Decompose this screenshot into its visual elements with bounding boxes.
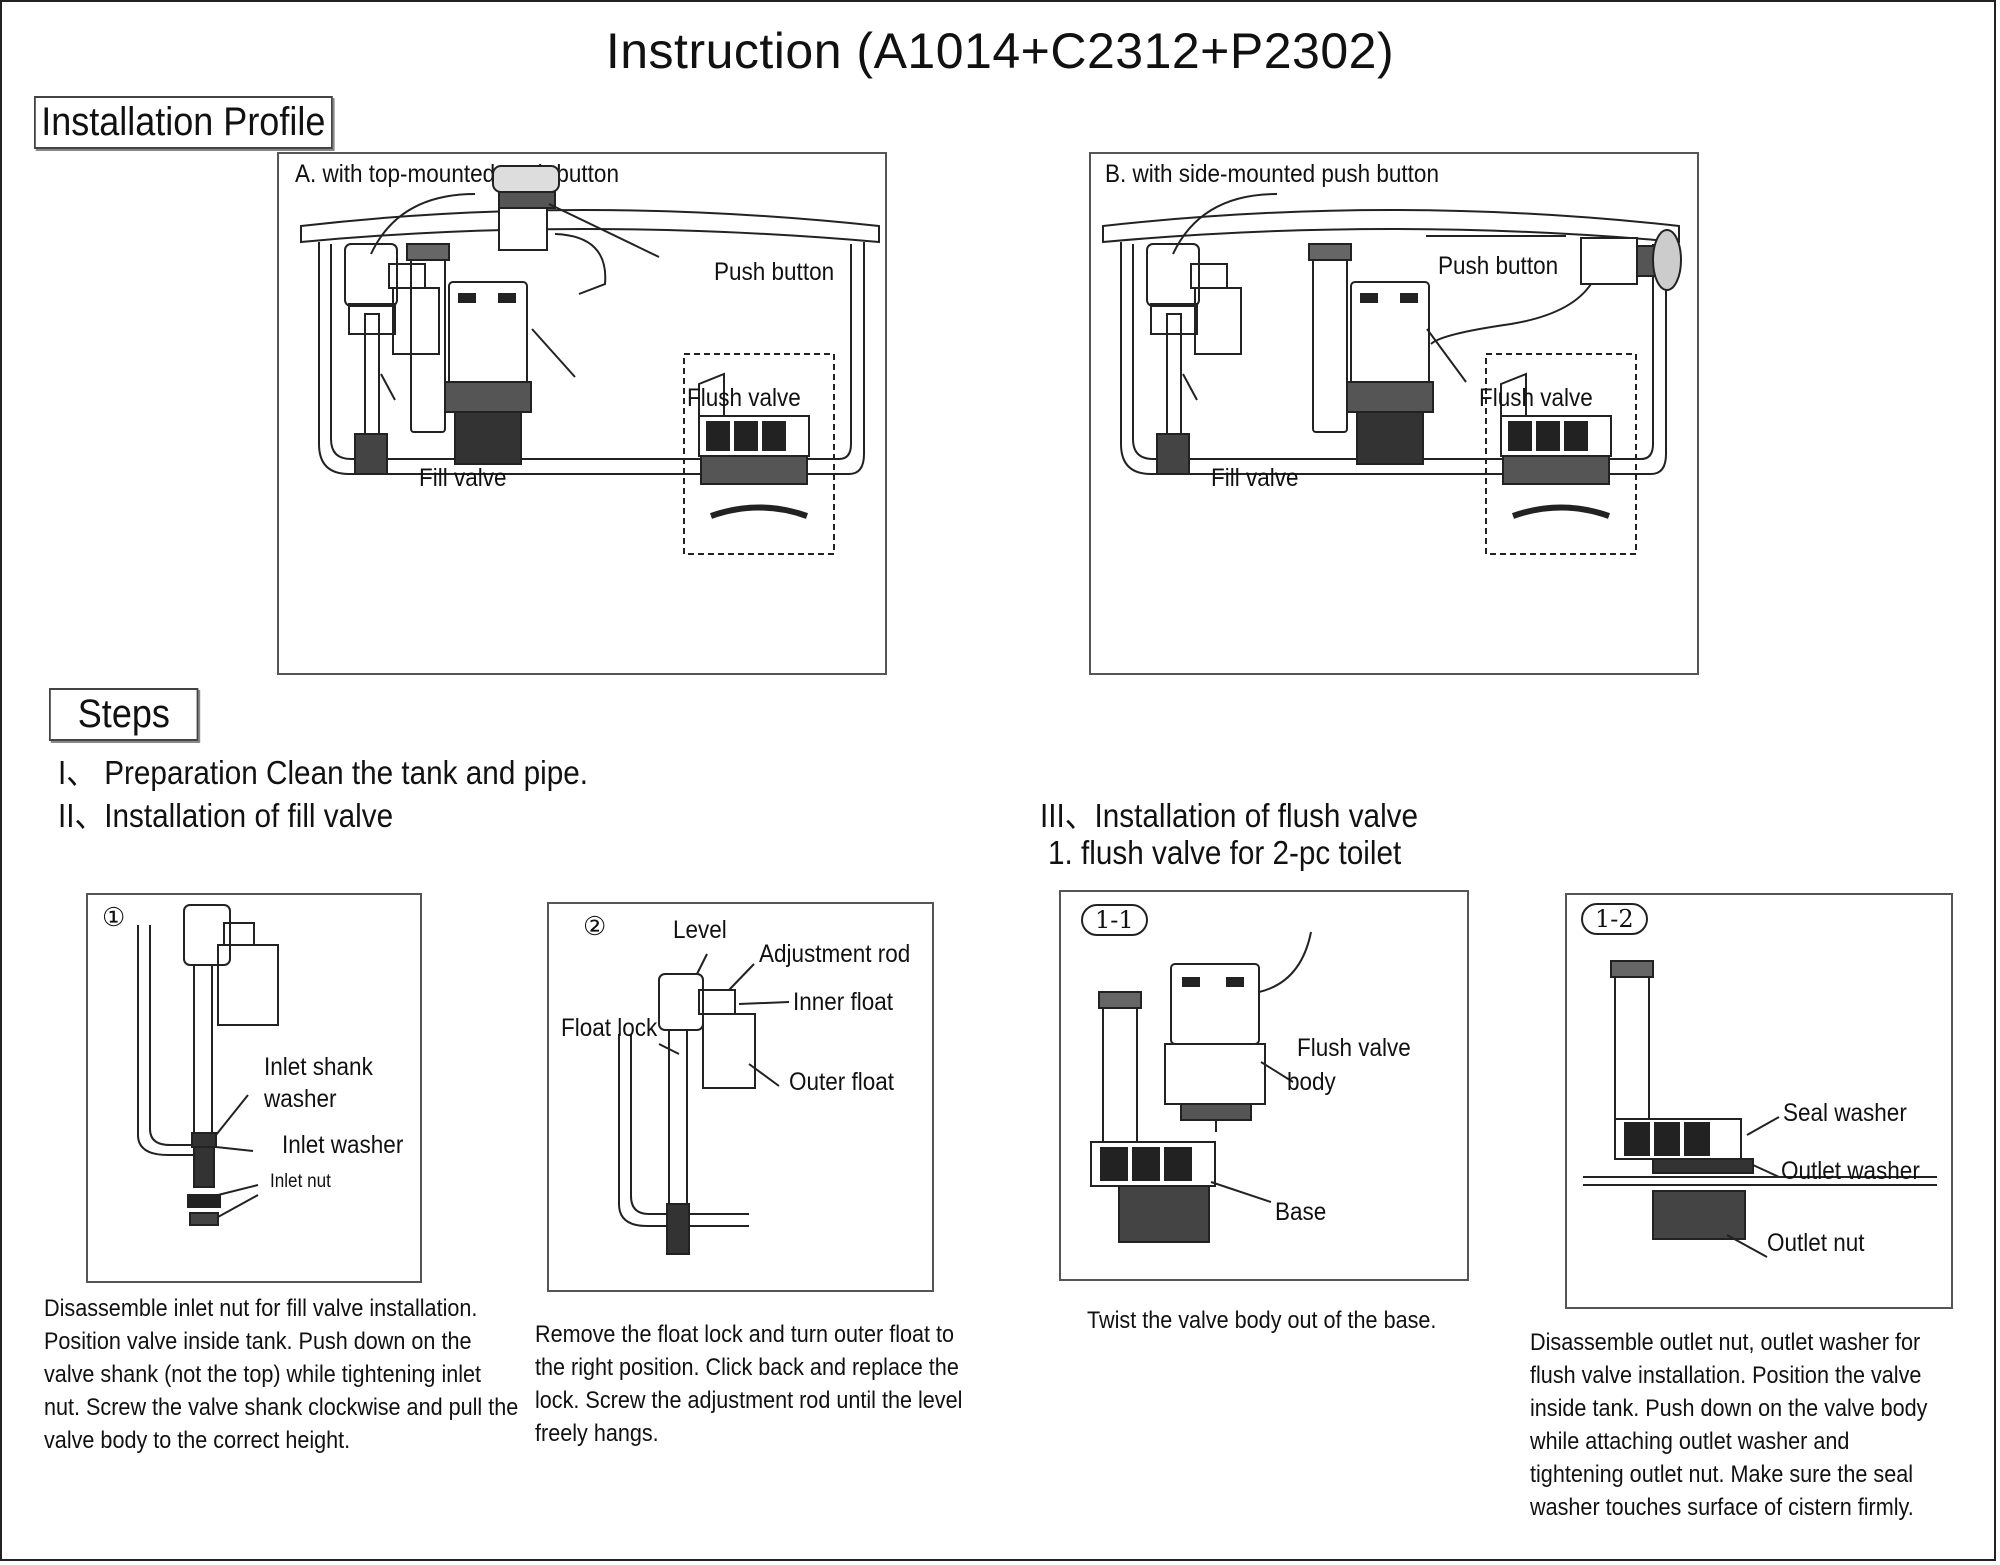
fig11-flush-valve-body-label: Flush valve (1297, 1034, 1411, 1062)
panel-a-caption: A. with top-mounted push button (295, 160, 619, 188)
step-3-flush-valve: III、Installation of flush valve (1040, 797, 1419, 834)
panel-a-fill-valve-label: Fill valve (419, 464, 507, 492)
fig1-inlet-washer-label: Inlet washer (282, 1131, 404, 1159)
fig2-float-lock-label: Float lock (561, 1014, 658, 1042)
figure-1-2-illustration (1567, 895, 1955, 1311)
fig1-inlet-shank-washer-label: washer (264, 1085, 337, 1113)
fig12-outlet-washer-label: Outlet washer (1781, 1157, 1920, 1185)
figure-1-2-number: 1-2 (1581, 903, 1648, 935)
steps-heading: Steps (49, 688, 199, 741)
fig11-base-label: Base (1275, 1198, 1327, 1226)
step-2-fill-valve: II、Installation of fill valve (58, 797, 394, 834)
figure-2-text: Remove the float lock and turn outer flo… (535, 1321, 963, 1447)
figure-1-2-panel: 1-2 Seal washer Outlet washer Outlet nut (1565, 893, 1953, 1309)
figure-1-illustration (88, 895, 424, 1285)
fig1-inlet-nut-label: Inlet nut (270, 1171, 331, 1192)
panel-b-fill-valve-label: Fill valve (1211, 464, 1299, 492)
panel-b-push-button-label: Push button (1438, 252, 1559, 280)
figure-1-number: ① (102, 903, 126, 933)
step-1-preparation: I、 Preparation Clean the tank and pipe. (58, 754, 589, 791)
fig2-level-label: Level (673, 916, 727, 944)
figure-1-1-number: 1-1 (1081, 904, 1148, 936)
figure-2-illustration (549, 904, 936, 1294)
tank-b-illustration (1091, 154, 1701, 677)
figure-1-1-panel: 1-1 Flush valve body Base (1059, 890, 1469, 1281)
profile-panel-a: A. with top-mounted push button (277, 152, 887, 675)
figure-2-panel: ② Level Adjustment rod Inner float Float… (547, 902, 934, 1292)
figure-1-text: Disassemble inlet nut for fill valve ins… (44, 1295, 519, 1454)
fig12-outlet-nut-label: Outlet nut (1767, 1229, 1865, 1257)
figure-1-panel: ① Inlet shank washer Inlet washer Inlet … (86, 893, 422, 1283)
installation-profile-heading: Installation Profile (34, 96, 333, 149)
fig2-inner-float-label: Inner float (793, 988, 894, 1016)
tank-a-illustration (279, 154, 889, 677)
panel-b-flush-valve-label: Flush valve (1479, 384, 1593, 412)
panel-b-caption: B. with side-mounted push button (1105, 160, 1439, 188)
figure-1-1-text: Twist the valve body out of the base. (1087, 1307, 1437, 1334)
fig1-inlet-shank-label: Inlet shank (264, 1053, 373, 1081)
fig2-outer-float-label: Outer float (789, 1068, 895, 1096)
fig2-adjustment-rod-label: Adjustment rod (759, 940, 911, 968)
figure-2-number: ② (583, 912, 607, 942)
panel-a-push-button-label: Push button (714, 258, 835, 286)
figure-1-1-illustration (1061, 892, 1471, 1283)
fig12-seal-washer-label: Seal washer (1783, 1099, 1907, 1127)
fig11-body-label: body (1287, 1068, 1336, 1096)
figure-1-2-text: Disassemble outlet nut, outlet washer fo… (1530, 1329, 1928, 1521)
panel-a-flush-valve-label: Flush valve (687, 384, 801, 412)
profile-panel-b: B. with side-mounted push button (1089, 152, 1699, 675)
page-title: Instruction (A1014+C2312+P2302) (605, 23, 1395, 79)
step-3-subheading: 1. flush valve for 2-pc toilet (1048, 834, 1402, 871)
